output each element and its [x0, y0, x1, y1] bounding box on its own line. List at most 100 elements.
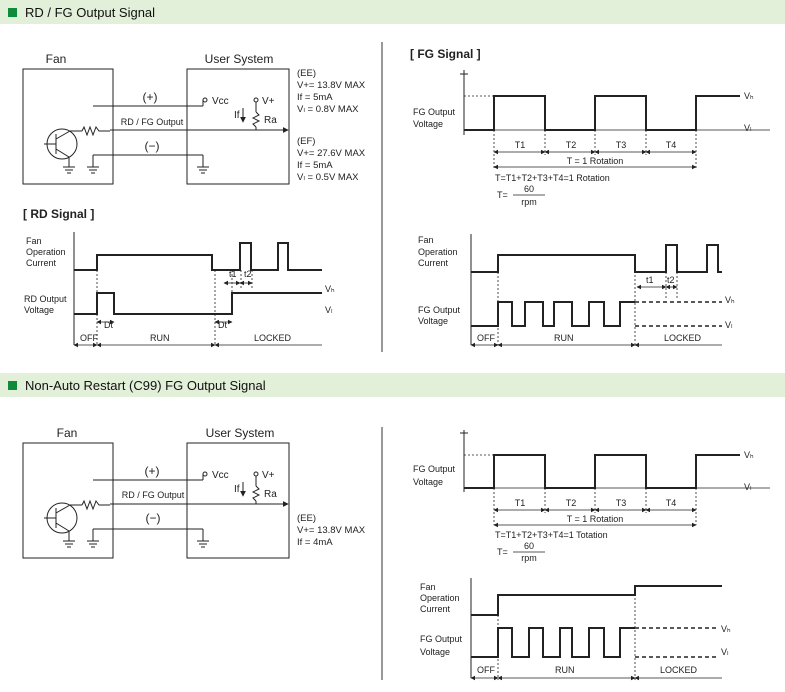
section-header-c99: Non-Auto Restart (C99) FG Output Signal: [0, 373, 785, 397]
svg-text:Voltage: Voltage: [413, 477, 443, 487]
svg-text:RD Output: RD Output: [24, 294, 67, 304]
fan-label: Fan: [57, 426, 78, 440]
svg-text:T4: T4: [666, 498, 677, 508]
ra-label: Ra: [264, 489, 277, 500]
svg-text:If = 4mA: If = 4mA: [297, 537, 333, 548]
svg-text:Vₕ: Vₕ: [744, 91, 754, 101]
svg-text:Voltage: Voltage: [420, 647, 450, 657]
svg-text:RUN: RUN: [555, 665, 575, 675]
svg-text:Voltage: Voltage: [418, 316, 448, 326]
svg-text:Voltage: Voltage: [24, 305, 54, 315]
svg-text:T = 1 Rotation: T = 1 Rotation: [567, 514, 624, 524]
svg-text:Vₗ = 0.5V MAX: Vₗ = 0.5V MAX: [297, 172, 359, 183]
svg-text:Operation: Operation: [420, 593, 460, 603]
svg-text:T2: T2: [566, 140, 577, 150]
svg-text:FG Output: FG Output: [413, 464, 456, 474]
svg-text:If = 5mA: If = 5mA: [297, 92, 333, 103]
fg-locked-labels: Fan Operation Current FG Output Voltage …: [418, 235, 735, 343]
rd-signal-waveforms: [73, 232, 322, 348]
user-system-box: [186, 68, 290, 185]
if-label: If: [234, 484, 240, 495]
svg-text:t1: t1: [229, 269, 237, 279]
spec-list-ee: (EE) V+= 13.8V MAX If = 4mA: [297, 513, 366, 548]
user-system-label: User System: [205, 52, 274, 66]
svg-text:V+= 27.6V MAX: V+= 27.6V MAX: [297, 148, 366, 159]
svg-text:LOCKED: LOCKED: [660, 665, 698, 675]
fg-signal-waveform: [460, 70, 770, 196]
svg-text:Current: Current: [418, 258, 449, 268]
svg-text:Vₕ: Vₕ: [725, 295, 735, 305]
svg-text:T=T1+T2+T3+T4=1 Rotation: T=T1+T2+T3+T4=1 Rotation: [495, 173, 610, 183]
svg-text:rpm: rpm: [521, 553, 537, 563]
fan-box: [22, 442, 114, 559]
svg-text:Vₗ = 0.8V MAX: Vₗ = 0.8V MAX: [297, 104, 359, 115]
circuit-labels-2: Fan User System (+) RD / FG Output (−) V…: [57, 426, 366, 548]
vcc-label: Vcc: [212, 96, 229, 107]
ra-label: Ra: [264, 115, 277, 126]
svg-text:Vₕ: Vₕ: [325, 284, 335, 294]
circuit-labels-1: Fan User System (+) RD / FG Output (−) V…: [46, 52, 366, 183]
section-marker-icon: [8, 7, 17, 17]
svg-text:If = 5mA: If = 5mA: [297, 160, 333, 171]
svg-text:Vₗ: Vₗ: [744, 123, 752, 133]
svg-text:(EF): (EF): [297, 136, 315, 147]
svg-text:t2: t2: [667, 275, 675, 285]
fan-label: Fan: [46, 52, 67, 66]
spec-list-ef: (EF) V+= 27.6V MAX If = 5mA Vₗ = 0.5V MA…: [297, 136, 366, 183]
svg-text:Dt: Dt: [218, 320, 227, 330]
svg-text:LOCKED: LOCKED: [664, 333, 702, 343]
svg-text:Operation: Operation: [418, 247, 458, 257]
minus-label: (−): [145, 139, 160, 153]
c99-timing-waveforms: [470, 578, 722, 681]
svg-text:T3: T3: [616, 140, 627, 150]
svg-text:FG Output: FG Output: [418, 305, 461, 315]
svg-text:60: 60: [524, 184, 534, 194]
svg-text:T4: T4: [666, 140, 677, 150]
svg-text:Fan: Fan: [26, 236, 42, 246]
spec-list-ee: (EE) V+= 13.8V MAX If = 5mA Vₗ = 0.8V MA…: [297, 68, 366, 115]
c99-timing-labels: Fan Operation Current FG Output Voltage …: [420, 582, 731, 675]
svg-text:V+= 13.8V MAX: V+= 13.8V MAX: [297, 525, 366, 536]
svg-text:V+= 13.8V MAX: V+= 13.8V MAX: [297, 80, 366, 91]
svg-text:T1: T1: [515, 498, 526, 508]
section-title: RD / FG Output Signal: [25, 4, 156, 20]
svg-text:RUN: RUN: [150, 333, 170, 343]
svg-text:t2: t2: [244, 269, 252, 279]
fan-box: [22, 68, 114, 185]
svg-text:Vₗ: Vₗ: [744, 482, 752, 492]
svg-text:Vₕ: Vₕ: [721, 624, 731, 634]
signal-label: RD / FG Output: [121, 117, 184, 127]
svg-text:rpm: rpm: [521, 197, 537, 207]
section-title: Non-Auto Restart (C99) FG Output Signal: [25, 377, 266, 393]
rd-signal-labels: Fan Operation Current RD Output Voltage …: [24, 236, 335, 343]
svg-text:Fan: Fan: [420, 582, 436, 592]
user-system-label: User System: [206, 426, 275, 440]
fg-locked-waveforms: [470, 234, 722, 348]
svg-text:T3: T3: [616, 498, 627, 508]
svg-text:RUN: RUN: [554, 333, 574, 343]
svg-text:T1: T1: [515, 140, 526, 150]
fg-signal-labels: FG Output Voltage Vₕ Vₗ T1 T2 T3 T4 T = …: [413, 91, 754, 207]
rd-signal-title: [ RD Signal ]: [23, 207, 94, 221]
svg-text:OFF: OFF: [477, 333, 495, 343]
user-system-box: [186, 442, 290, 559]
svg-text:LOCKED: LOCKED: [254, 333, 292, 343]
svg-text:T=: T=: [497, 547, 508, 557]
svg-text:Fan: Fan: [418, 235, 434, 245]
svg-text:Vₗ: Vₗ: [721, 647, 729, 657]
svg-text:(EE): (EE): [297, 513, 316, 524]
plus-label: (+): [143, 90, 158, 104]
minus-label: (−): [146, 511, 161, 525]
svg-text:T = 1 Rotation: T = 1 Rotation: [567, 156, 624, 166]
vplus-label: V+: [262, 470, 275, 481]
svg-text:Dt: Dt: [104, 320, 113, 330]
svg-text:FG Output: FG Output: [420, 634, 463, 644]
svg-text:T=T1+T2+T3+T4=1 Totation: T=T1+T2+T3+T4=1 Totation: [495, 530, 608, 540]
plus-label: (+): [145, 464, 160, 478]
fg-signal2-waveform: [460, 430, 770, 553]
svg-text:T=: T=: [497, 190, 508, 200]
section-marker-icon: [8, 380, 17, 390]
vcc-label: Vcc: [212, 470, 229, 481]
svg-text:Operation: Operation: [26, 247, 66, 257]
